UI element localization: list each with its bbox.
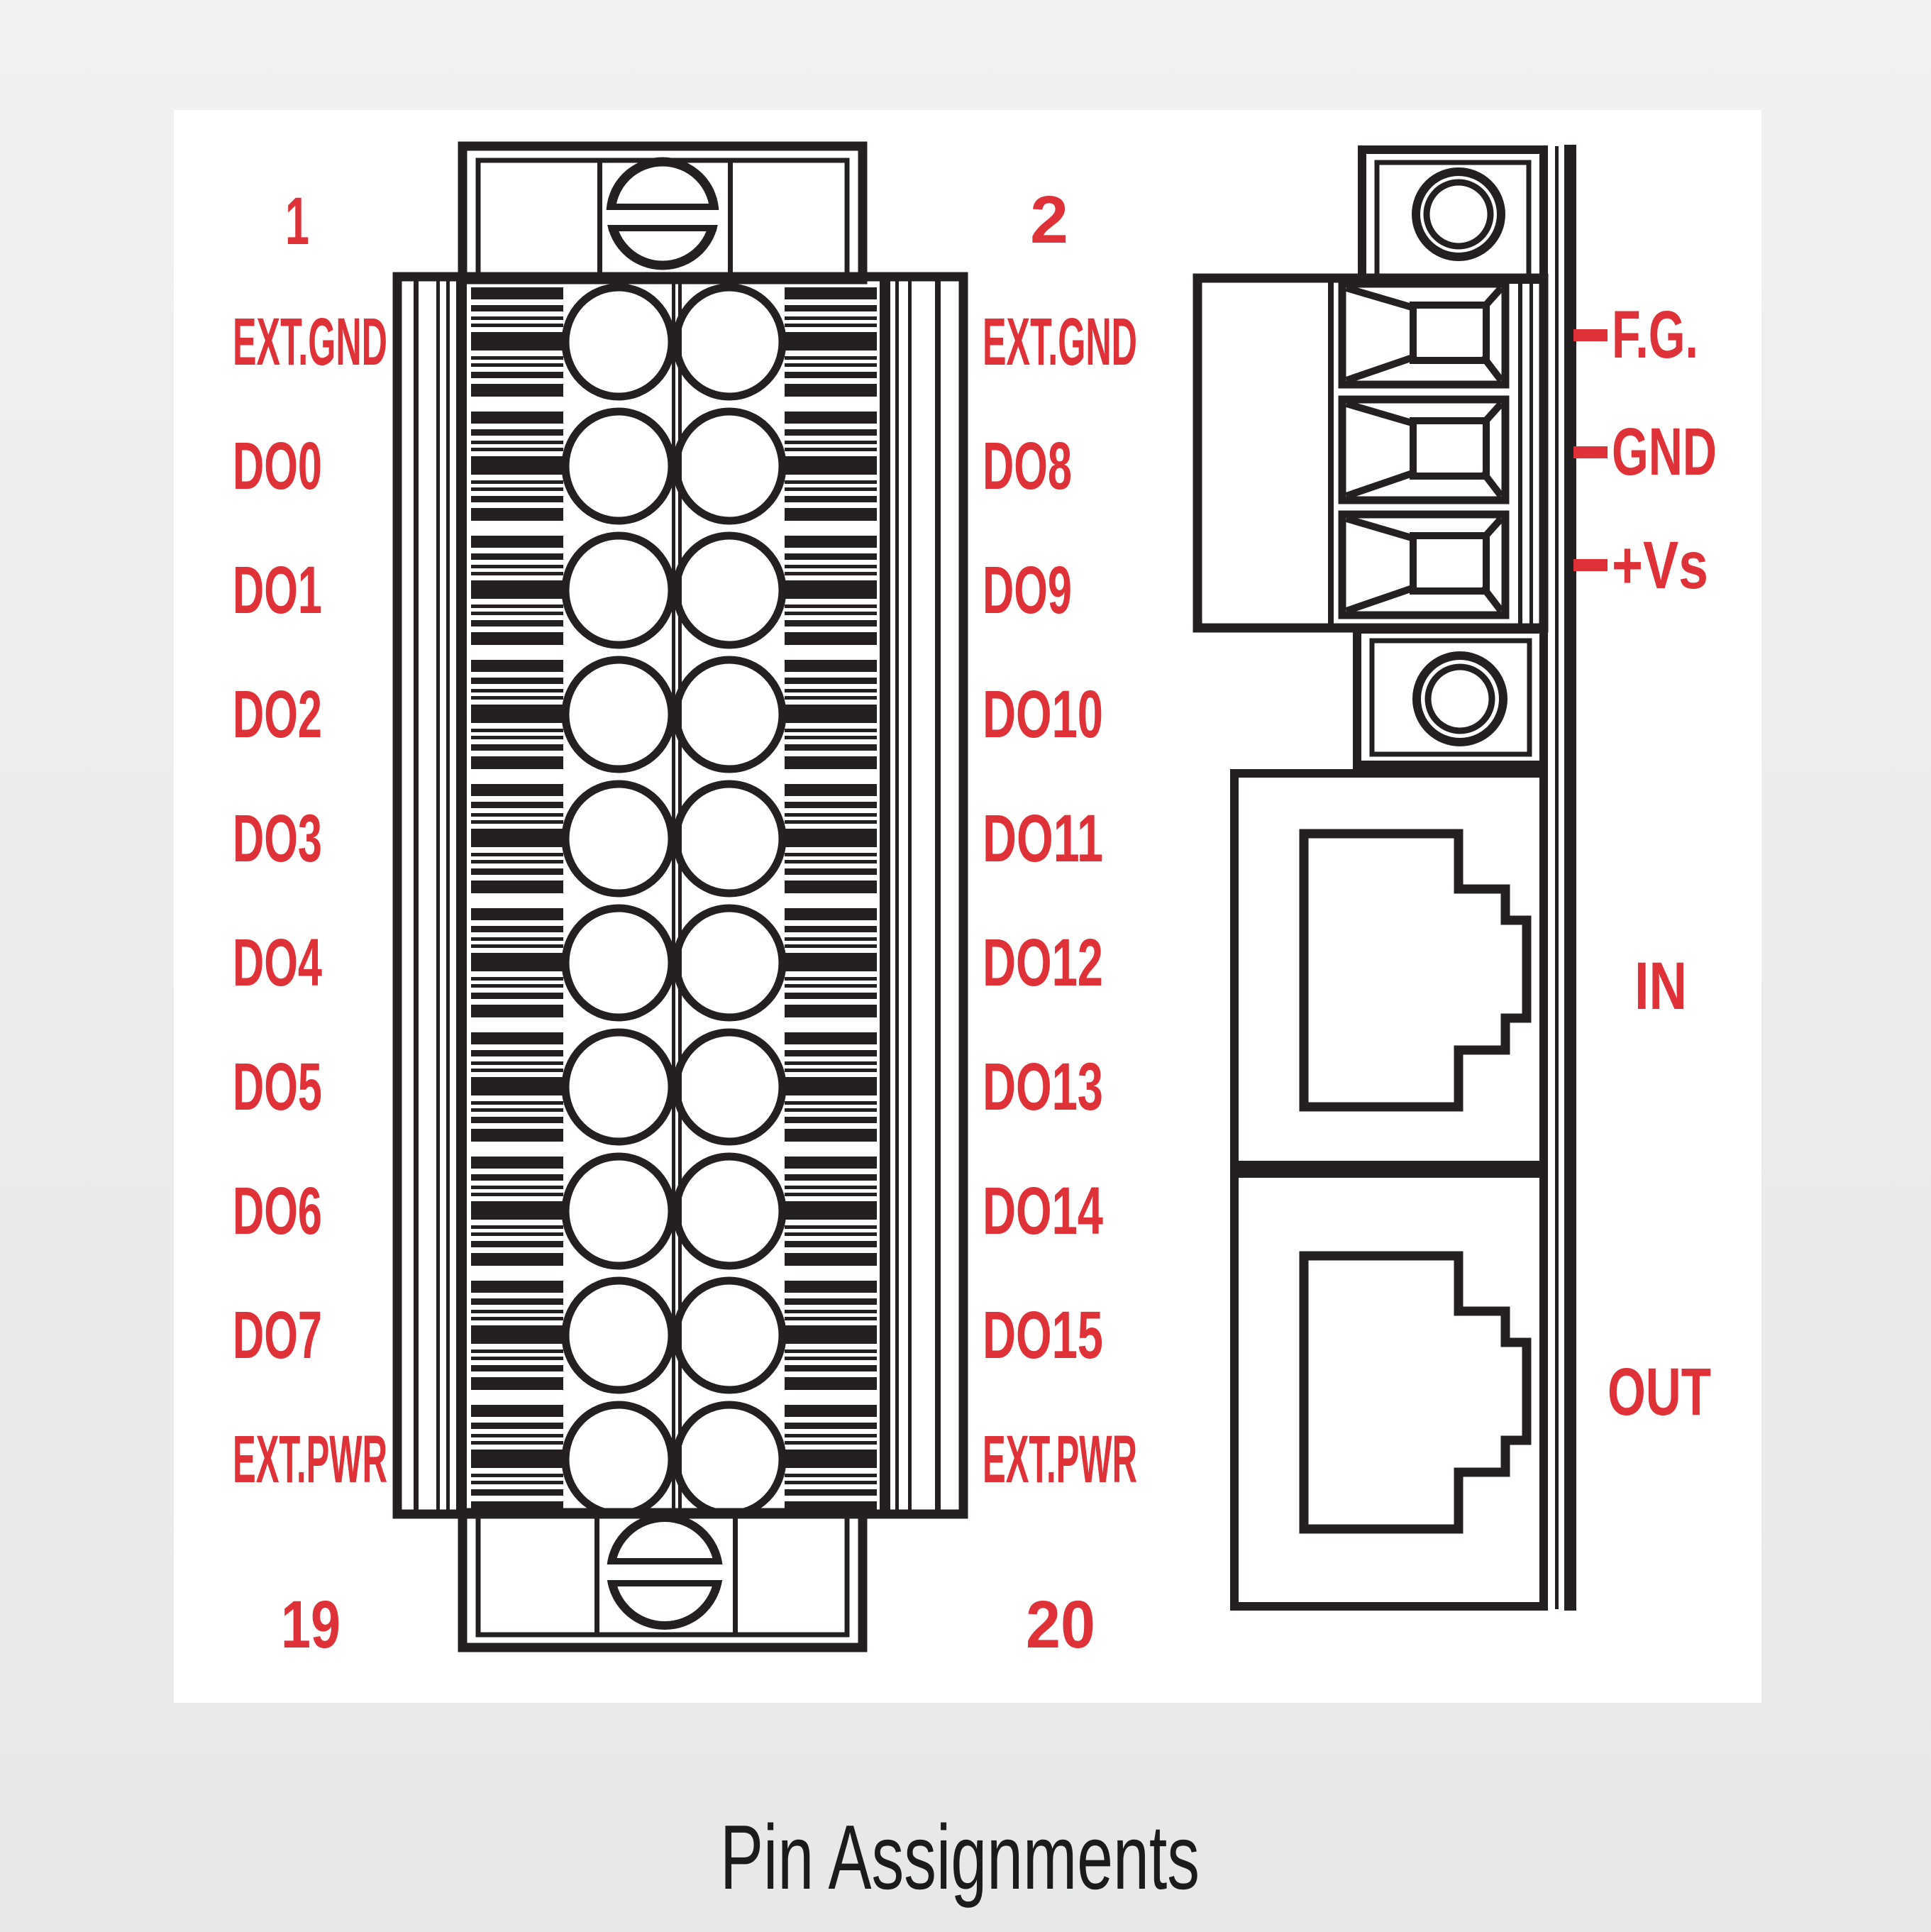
wire-port-oval-5-1 <box>672 904 787 1022</box>
clamp-serration-right <box>785 282 877 1514</box>
terminal-dash-vs <box>1573 559 1608 571</box>
pin-number-top-left: 1 <box>285 184 309 259</box>
rj45-jack-out-icon <box>1299 1251 1532 1534</box>
wire-port-oval-4-0 <box>561 780 676 898</box>
pin-number-top-right: 2 <box>1030 182 1068 258</box>
pin-label-left-8: DO7 <box>233 1298 322 1373</box>
wire-port-oval-2-1 <box>672 531 787 649</box>
terminal-block-bottom-tab <box>458 1508 868 1652</box>
pin-label-right-2: DO9 <box>983 553 1072 628</box>
pin-number-bottom-right: 20 <box>1026 1587 1095 1662</box>
module-edge: F.G. GND +Vs IN OUT <box>1193 145 1717 1611</box>
pin-label-left-2: DO1 <box>233 553 322 628</box>
wire-port-oval-1-1 <box>672 407 787 525</box>
label-vs: +Vs <box>1612 528 1708 603</box>
power-terminal-cages <box>1338 280 1510 619</box>
pin-label-left-1: DO0 <box>233 429 322 504</box>
pin-label-right-6: DO13 <box>983 1049 1103 1125</box>
rj45-jack-in-icon <box>1299 829 1532 1112</box>
terminal-dash-gnd <box>1573 446 1608 458</box>
rj45-port-out <box>1230 1169 1548 1611</box>
module-bottom-tab <box>1353 625 1548 769</box>
wire-port-oval-9-0 <box>561 1401 676 1518</box>
label-fg: F.G. <box>1612 297 1698 372</box>
module-edge-rail-thin <box>1555 146 1559 1609</box>
pin-label-left-9: EXT.PWR <box>233 1422 387 1497</box>
label-port-out: OUT <box>1608 1354 1711 1430</box>
pin-label-right-4: DO11 <box>983 801 1103 876</box>
pin-label-right-3: DO10 <box>983 677 1103 752</box>
screw-head-bottom-icon <box>607 1513 724 1630</box>
power-terminal-cage-0 <box>1338 280 1510 389</box>
wire-port-oval-2-0 <box>561 531 676 649</box>
wire-port-oval-0-1 <box>672 283 787 401</box>
wire-port-oval-6-0 <box>561 1028 676 1146</box>
label-port-in: IN <box>1634 949 1687 1024</box>
screw-head-top-icon <box>604 157 721 270</box>
wire-port-oval-5-0 <box>561 904 676 1022</box>
wire-port-ovals <box>561 283 787 1518</box>
pin-label-left-4: DO3 <box>233 801 322 876</box>
pin-label-left-3: DO2 <box>233 677 322 752</box>
wire-port-oval-4-1 <box>672 780 787 898</box>
pin-label-right-7: DO14 <box>983 1174 1103 1249</box>
pin-number-bottom-left: 19 <box>281 1587 341 1662</box>
pin-label-right-5: DO12 <box>983 925 1103 1000</box>
wire-port-oval-9-1 <box>672 1401 787 1518</box>
wire-port-oval-7-1 <box>672 1152 787 1270</box>
wire-port-oval-8-1 <box>672 1276 787 1394</box>
wire-port-oval-3-1 <box>672 656 787 773</box>
wire-port-oval-7-0 <box>561 1152 676 1270</box>
wire-port-oval-0-0 <box>561 283 676 401</box>
mounting-hole-top-icon <box>1412 167 1505 261</box>
mounting-hole-bottom-icon <box>1412 651 1507 746</box>
pin-label-left-6: DO5 <box>233 1049 322 1125</box>
wire-port-oval-8-0 <box>561 1276 676 1394</box>
clamp-serration-left <box>471 282 563 1514</box>
wire-port-oval-6-1 <box>672 1028 787 1146</box>
wire-port-oval-3-0 <box>561 656 676 773</box>
wire-port-oval-1-0 <box>561 407 676 525</box>
rj45-port-in <box>1230 769 1548 1169</box>
page-caption: Pin Assignments <box>720 1806 1200 1909</box>
module-edge-rail-thick <box>1564 145 1576 1611</box>
power-terminal-cage-1 <box>1338 395 1510 504</box>
pin-label-right-0: EXT.GND <box>983 304 1137 380</box>
pin-label-left-0: EXT.GND <box>233 304 387 380</box>
label-gnd: GND <box>1612 414 1717 490</box>
pin-label-left-7: DO6 <box>233 1174 322 1249</box>
pin-label-right-8: DO15 <box>983 1298 1103 1373</box>
pin-label-left-5: DO4 <box>233 925 322 1000</box>
power-terminal-cage-2 <box>1338 510 1510 619</box>
pin-label-right-9: EXT.PWR <box>983 1422 1137 1497</box>
terminal-dash-fg <box>1573 329 1608 341</box>
pin-label-right-1: DO8 <box>983 429 1072 504</box>
